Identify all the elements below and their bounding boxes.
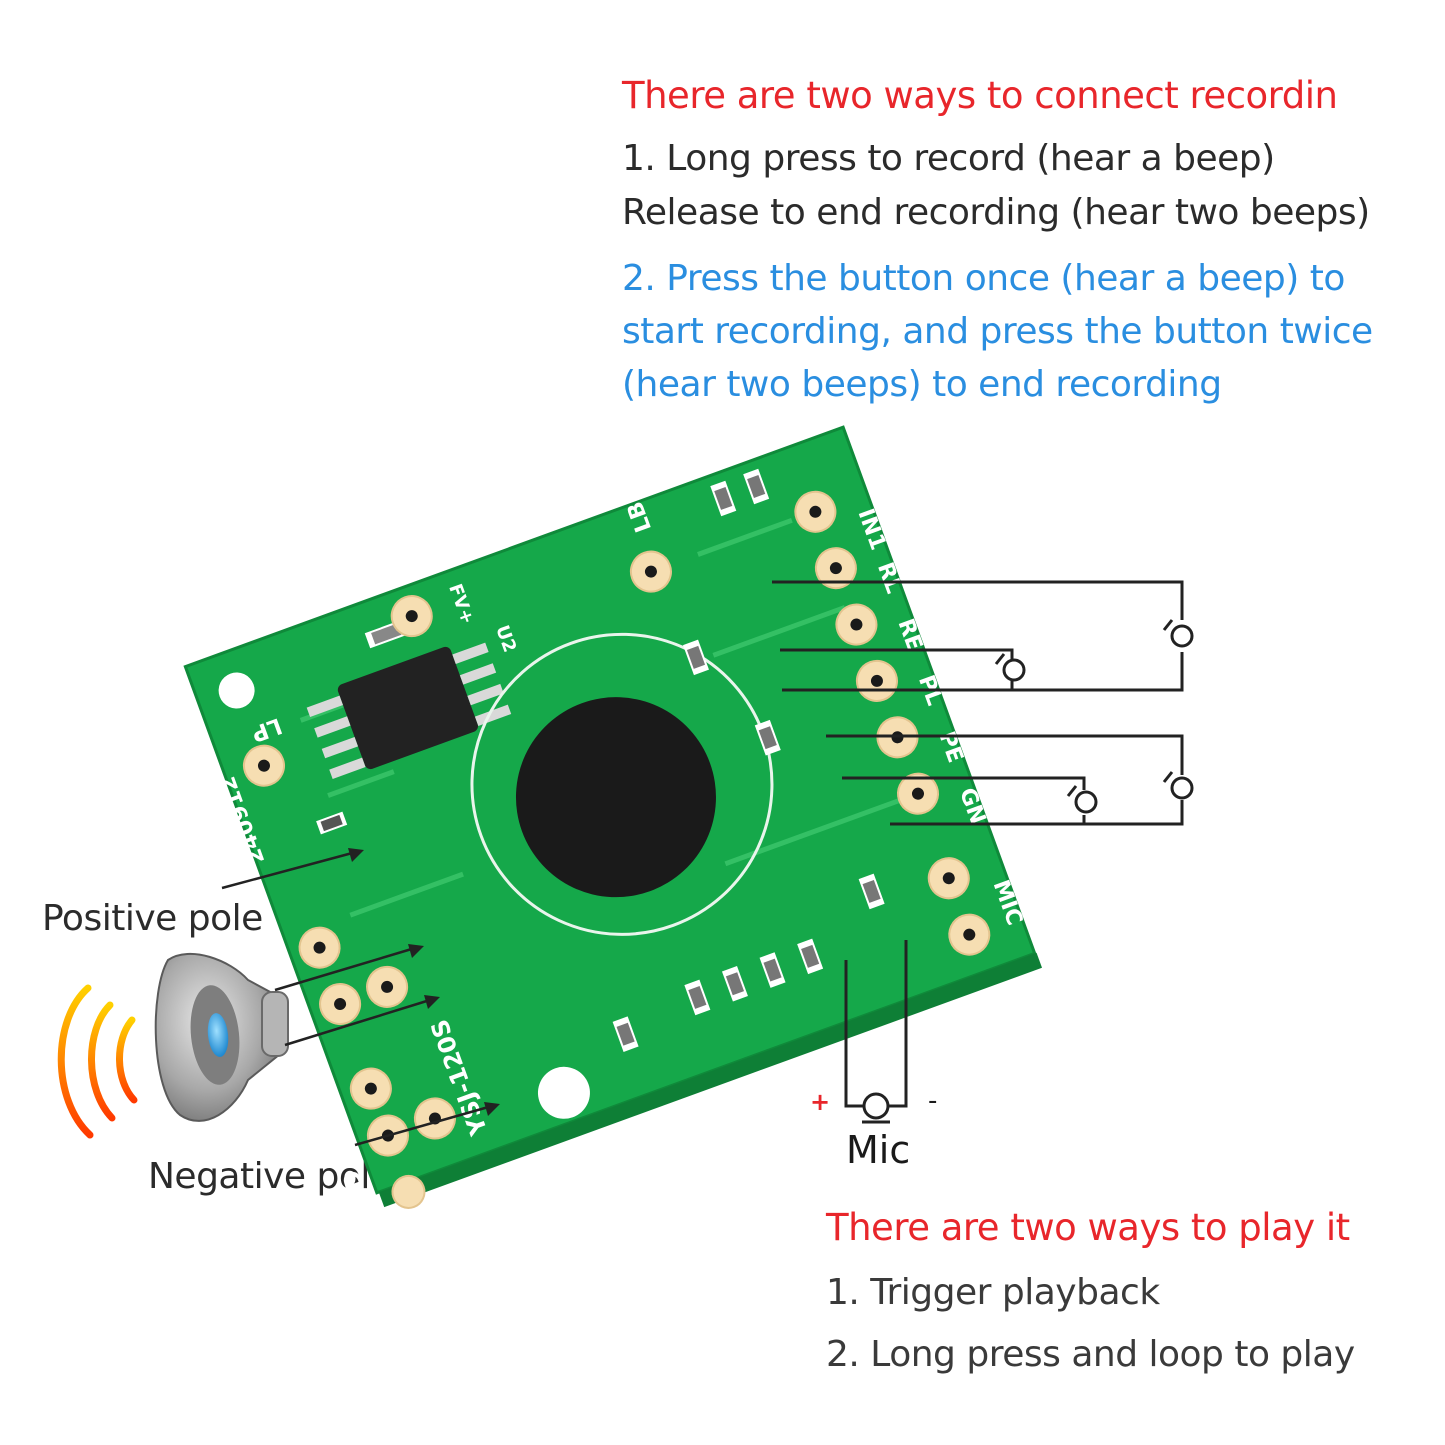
playback-method2: 2. Long press and loop to play <box>826 1334 1355 1375</box>
recording-method1-line1: 1. Long press to record (hear a beep) <box>622 138 1275 179</box>
mic-plus-label: + <box>810 1088 831 1116</box>
leader-lines <box>221 850 493 1147</box>
playback-method1: 1. Trigger playback <box>826 1272 1160 1313</box>
speaker-icon <box>154 952 289 1122</box>
mic-label: Mic <box>846 1128 911 1172</box>
recording-title: There are two ways to connect recordin <box>622 74 1338 117</box>
recording-method2: 2. Press the button once (hear a beep) t… <box>622 258 1373 405</box>
push-switch-play-loop <box>1162 771 1194 800</box>
recording-method1-line2: Release to end recording (hear two beeps… <box>622 192 1370 233</box>
positive-pole-label: Positive pole <box>42 898 263 939</box>
microphone-icon <box>862 1092 890 1124</box>
mount-hole <box>537 1066 590 1119</box>
chip-u2 <box>306 642 512 779</box>
playback-title: There are two ways to play it <box>826 1206 1350 1249</box>
cob-blob <box>515 697 716 898</box>
push-switch-record-short <box>994 653 1026 682</box>
mount-hole <box>218 672 255 709</box>
pcb-board: 240912 B+ SPK GND YSJ-120S IN1 RL RE PL … <box>183 425 1043 1232</box>
mic-wiring <box>844 940 908 1108</box>
push-switch-record-long <box>1162 619 1194 648</box>
push-switch-play-trigger <box>1066 785 1098 814</box>
switch-wiring <box>772 580 1184 826</box>
mic-minus-label: - <box>928 1086 938 1116</box>
arrow-heads <box>348 848 500 1116</box>
sound-waves-icon <box>57 984 138 1139</box>
negative-pole-label: Negative pole <box>148 1156 392 1197</box>
